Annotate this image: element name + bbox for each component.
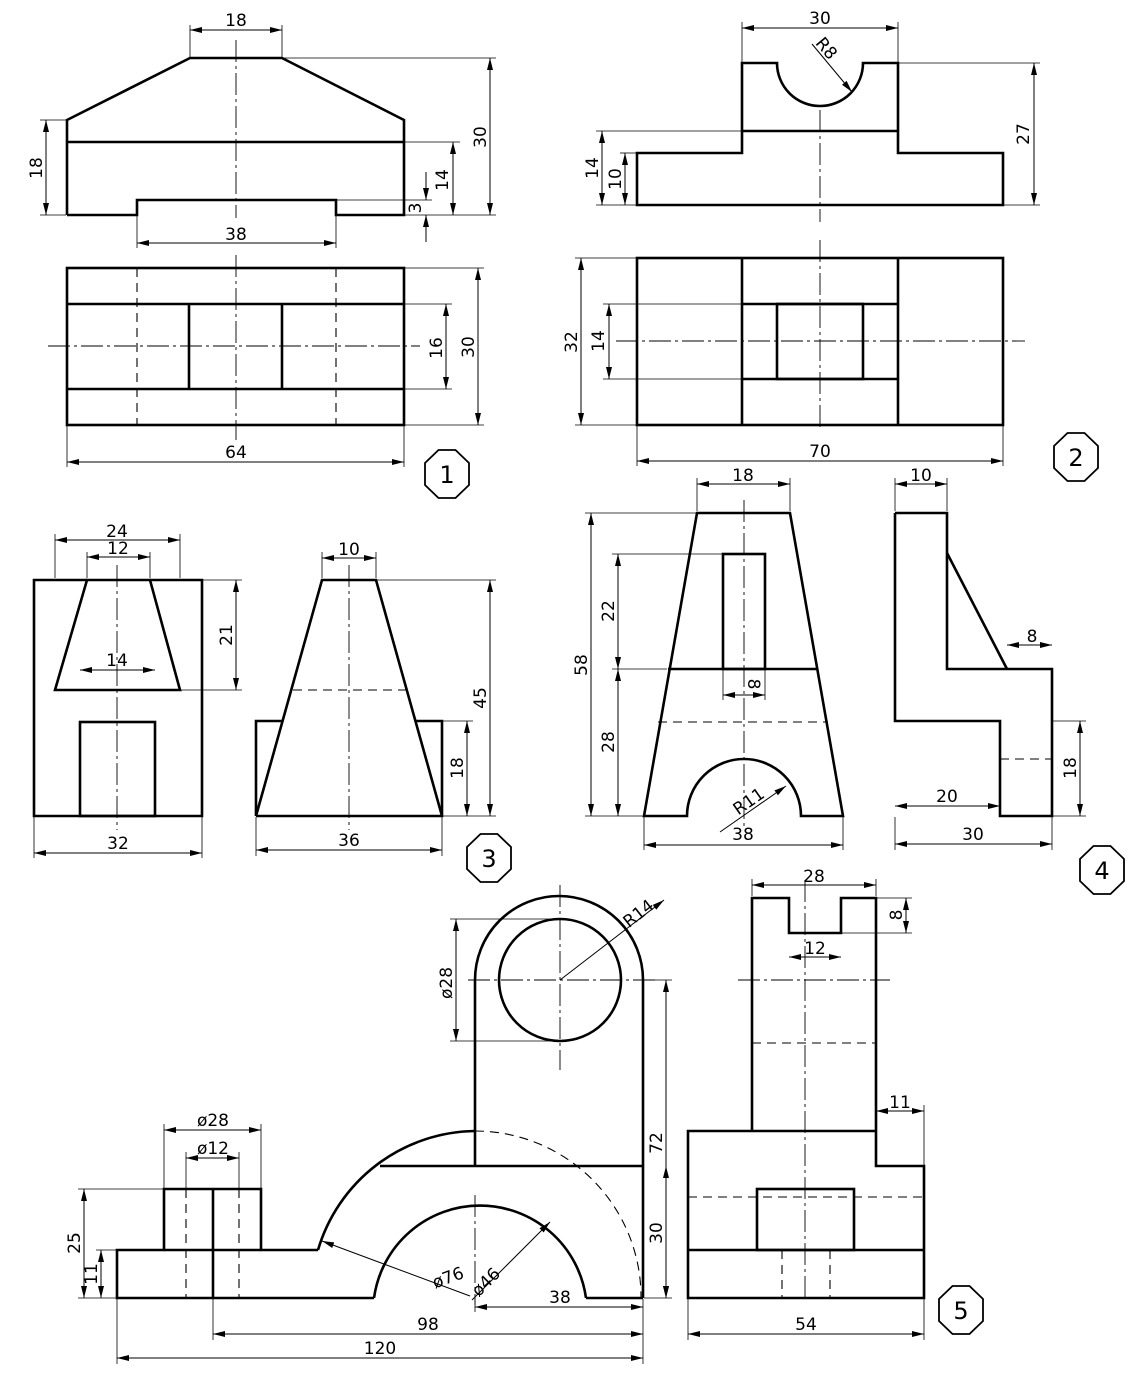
dim-text: 10 [338,540,360,560]
dim-text: ø28 [437,967,457,999]
svg-text:3: 3 [481,845,496,873]
dim-text: 8 [743,679,763,690]
svg-text:1: 1 [439,461,454,489]
dim-text: 45 [471,687,491,709]
view-2-front [635,61,1005,222]
dim-text: 38 [549,1288,571,1308]
dim-text: 32 [107,834,129,854]
dim-text: 18 [225,11,247,31]
view-4-front [642,500,845,830]
dim-text: 25 [65,1232,85,1254]
dim-text: 8 [1027,627,1038,647]
svg-text:2: 2 [1068,444,1083,472]
dim-text: 28 [599,731,619,753]
dim-text: 18 [448,757,468,779]
dim-text: 30 [459,336,479,358]
dim-text: 58 [572,654,592,676]
dim-text: 24 [106,522,128,542]
dim-text: 38 [225,225,247,245]
view-1-front [65,40,406,218]
view-3: 24 12 14 21 32 10 [32,522,512,883]
view-5-side [686,880,926,1300]
view-1-dimensions: 18 18 30 14 3 38 [27,11,496,467]
view-1-top [48,255,420,440]
svg-text:4: 4 [1094,857,1109,885]
dim-text: 30 [962,825,984,845]
view-5: R14 ø28 72 30 ø28 ø12 [65,867,984,1364]
dim-text: 54 [795,1315,817,1335]
dim-text: R11 [730,784,769,820]
dim-text: 28 [803,867,825,887]
svg-text:5: 5 [953,1297,968,1325]
dim-text: 10 [606,168,626,190]
view-3-side [254,565,444,830]
dim-text: ø76 [430,1263,467,1293]
dim-text: 14 [433,169,453,191]
dim-text: 120 [364,1339,396,1359]
dim-text: 20 [936,787,958,807]
dim-text: 98 [417,1315,439,1335]
dim-text: 11 [889,1093,911,1113]
dim-text: 32 [562,331,582,353]
dim-text: ø28 [197,1111,229,1131]
dim-text: 18 [1061,757,1081,779]
dim-text: 14 [106,651,128,671]
dim-text: ø46 [468,1264,505,1301]
view-3-front [32,565,204,830]
dim-text: 36 [338,831,360,851]
view-label-1: 1 [424,449,470,499]
dim-text: 14 [589,330,609,352]
dim-text: 18 [27,157,47,179]
dim-text: 27 [1014,123,1034,145]
dim-text: 64 [225,443,247,463]
dim-text: 3 [406,203,426,214]
dim-text: ø12 [197,1139,229,1159]
view-2-top [616,240,1025,430]
view-2: 30 R8 27 14 10 32 [562,9,1099,482]
dim-text: 38 [732,825,754,845]
view-4-side [893,511,1054,818]
view-5-dimensions: R14 ø28 72 30 ø28 ø12 [65,867,925,1364]
view-label-4: 4 [1079,845,1125,895]
dim-text: 16 [427,337,447,359]
view-2-dimensions: 30 R8 27 14 10 32 [562,9,1040,466]
dim-text: 22 [599,600,619,622]
view-label-2: 2 [1053,432,1099,482]
dim-text: R8 [811,34,841,64]
view-1: 18 18 30 14 3 38 [27,11,496,499]
view-label-3: 3 [466,833,512,883]
view-5-front [115,885,655,1305]
dim-text: 11 [82,1263,102,1285]
dim-text: 12 [804,939,826,959]
dim-text: 14 [583,157,603,179]
dim-text: 12 [107,539,129,559]
dim-text: 70 [809,442,831,462]
dim-text: 30 [809,9,831,29]
view-label-5: 5 [938,1285,984,1335]
view-3-dimensions: 24 12 14 21 32 10 [33,522,496,858]
dim-text: 30 [647,1222,667,1244]
dim-text: 21 [217,624,237,646]
dim-text: 18 [732,466,754,486]
dim-text: 8 [887,910,907,921]
dim-text: 10 [910,466,932,486]
view-4: 18 58 22 8 28 R11 38 [572,466,1125,895]
dim-text: 72 [647,1132,667,1154]
dim-text: 30 [471,126,491,148]
